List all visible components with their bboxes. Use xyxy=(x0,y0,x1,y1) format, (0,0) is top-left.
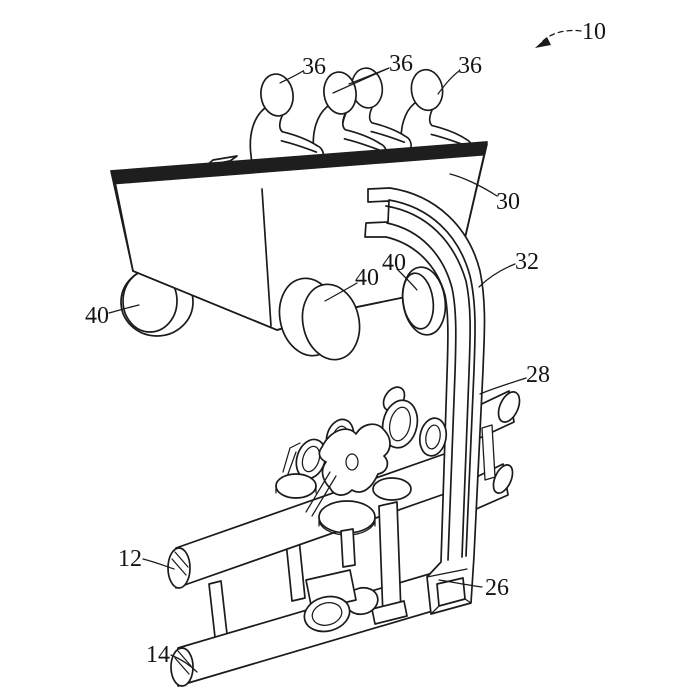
bogie-disc-stem xyxy=(340,528,356,568)
vehicle-corner-pillar xyxy=(261,188,272,327)
bogie-carrier-bracket xyxy=(318,423,391,496)
leader-40a xyxy=(108,304,140,314)
leader-10 xyxy=(542,29,582,42)
ref-label-40b: 40 xyxy=(355,265,379,291)
bogie-disc-main-top xyxy=(318,500,376,534)
bogie-roller-c-hub xyxy=(388,406,412,442)
leader-36c xyxy=(437,70,460,95)
arm-flange-line-2 xyxy=(388,199,476,557)
ref-label-32: 32 xyxy=(515,249,539,275)
reference-numerals: 10 36 36 36 30 32 28 26 12 14 40 40 40 xyxy=(85,19,606,668)
arm-channel-end xyxy=(426,568,472,615)
ref-label-14: 14 xyxy=(146,642,170,668)
rear-stub-upper-end xyxy=(497,391,521,423)
wheel-front-face xyxy=(301,283,361,361)
leader-14 xyxy=(170,654,198,673)
passenger-2 xyxy=(305,71,390,180)
support-arm xyxy=(364,187,486,615)
track-ladder xyxy=(167,451,471,687)
leader-12 xyxy=(142,558,175,570)
ref-label-12: 12 xyxy=(118,546,142,572)
ref-label-40a: 40 xyxy=(85,303,109,329)
bogie-fork-bracket xyxy=(282,442,301,475)
bogie-disc-right xyxy=(372,477,412,501)
leader-32 xyxy=(478,263,516,288)
bogie-roller-a-hub xyxy=(301,445,321,473)
leader-30 xyxy=(449,173,498,197)
bogie-disc-left xyxy=(275,473,317,499)
bogie-link-rod xyxy=(305,471,337,517)
bogie-post-body xyxy=(378,501,402,618)
ref-label-10: 10 xyxy=(582,19,606,45)
passenger-2-head xyxy=(323,71,357,115)
arm-flange-line-4 xyxy=(386,222,457,561)
bogie-disc-left-side xyxy=(275,485,317,499)
ref-label-36b: 36 xyxy=(389,51,413,77)
ref-label-36a: 36 xyxy=(302,54,326,80)
leader-26 xyxy=(438,579,483,588)
bogie-roller-d xyxy=(418,417,448,457)
ref-label-36c: 36 xyxy=(458,53,482,79)
leader-36b xyxy=(332,67,390,94)
passenger-1-head xyxy=(260,73,294,117)
ref-label-26: 26 xyxy=(485,575,509,601)
leader-lines xyxy=(108,29,582,673)
vehicle-left-edge xyxy=(112,171,134,272)
leader-36a xyxy=(279,70,304,84)
leader-10-arrowhead xyxy=(535,37,551,48)
bogie-assembly xyxy=(275,386,448,633)
wheel-rear-right-tread xyxy=(401,272,435,330)
ref-label-30: 30 xyxy=(496,189,520,215)
bogie-lower-rollers xyxy=(303,569,379,633)
leader-40c xyxy=(396,268,418,291)
bogie-roller-low-hub xyxy=(311,602,343,626)
tube-12-end-cap xyxy=(167,547,191,589)
leader-28 xyxy=(479,377,527,395)
tube-14-end-cap xyxy=(170,647,194,687)
bogie-post-foot xyxy=(371,600,408,625)
leader-40b xyxy=(324,282,358,302)
ref-label-40c: 40 xyxy=(382,250,406,276)
bogie-carrier-hole xyxy=(345,453,359,471)
arm-flange-line-3 xyxy=(385,205,471,558)
arm-channel-edges xyxy=(426,568,472,615)
wheel-front xyxy=(278,277,361,361)
rear-stub-lower-end xyxy=(492,464,514,494)
bogie-disc-main xyxy=(318,500,376,568)
tube-14-hatching xyxy=(174,650,192,675)
tube-12-hatching xyxy=(171,551,189,576)
bogie-front-post xyxy=(371,501,408,625)
bogie-roller-d-hub xyxy=(425,424,441,450)
rear-stub-strut xyxy=(481,424,496,481)
passenger-1 xyxy=(242,73,327,182)
ref-label-28: 28 xyxy=(526,362,550,388)
